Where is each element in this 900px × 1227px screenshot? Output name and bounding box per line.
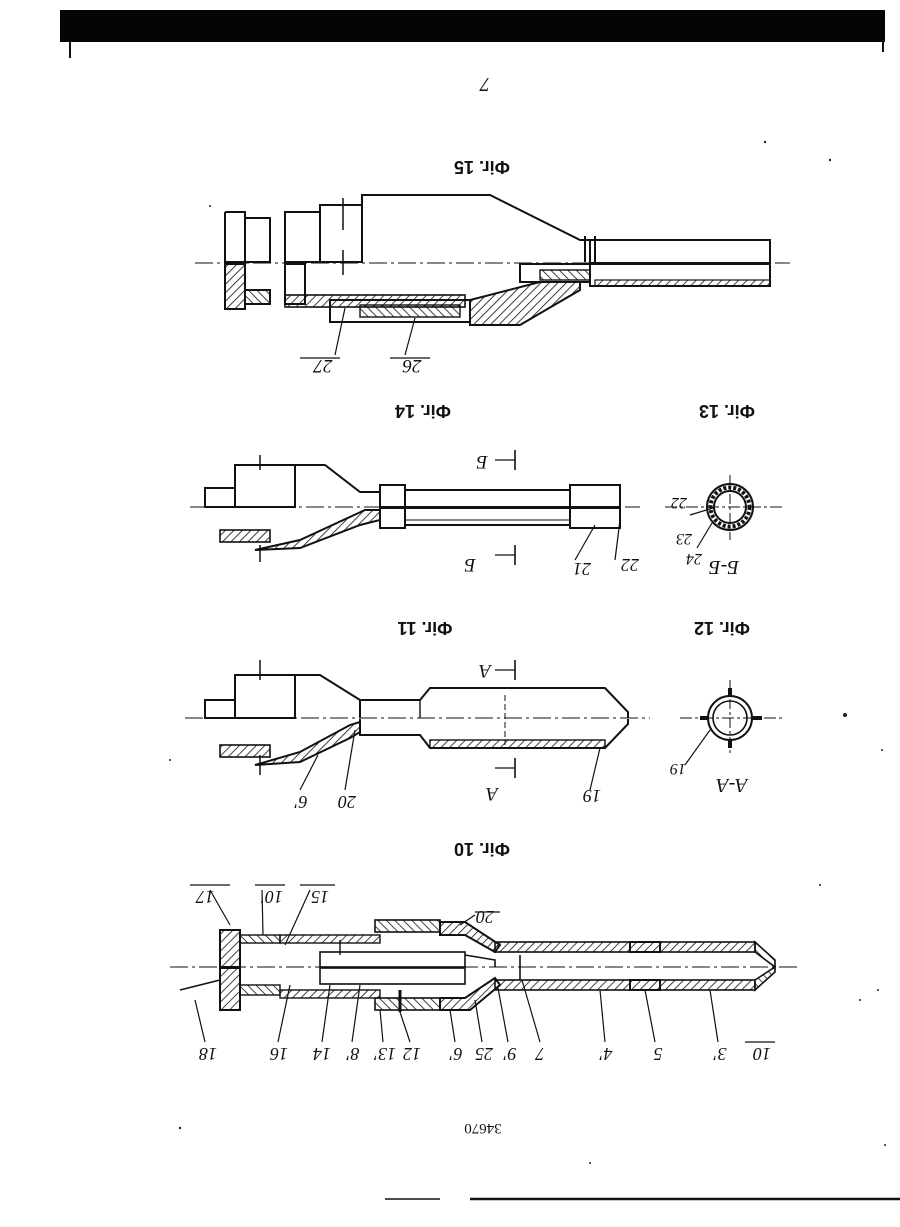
fig13-caption: Фіг. 13 xyxy=(699,401,755,421)
fig15-caption: Фіг. 15 xyxy=(454,157,510,177)
fig10-caption: Фіг. 10 xyxy=(454,839,510,859)
label-20b: 20 xyxy=(476,907,494,927)
label-14: 14 xyxy=(313,1044,331,1064)
figure-12: 19 А-А Фіг. 12 xyxy=(670,618,785,796)
label-26: 26 xyxy=(402,355,422,376)
label-18: 18 xyxy=(199,1044,217,1064)
label-a-top: A xyxy=(479,660,493,681)
figure-15: 27 26 Фіг. 15 xyxy=(195,157,790,376)
label-a-bottom: A xyxy=(486,783,500,804)
label-12: 12 xyxy=(403,1044,421,1064)
label-3prime: 3' xyxy=(712,1044,727,1064)
label-5: 5 xyxy=(654,1044,663,1064)
label-20: 20 xyxy=(338,792,356,812)
label-10prime: 10' xyxy=(260,887,283,907)
figure-14: Б Б 21 22 Фіг. 14 xyxy=(190,401,640,579)
label-6prime-b: 6' xyxy=(448,1044,462,1064)
label-10: 10 xyxy=(753,1044,771,1064)
figure-11: A A 6' 20 19 Фіг. 11 xyxy=(185,618,650,812)
label-15: 15 xyxy=(311,887,329,907)
fig14-caption: Фіг. 14 xyxy=(395,401,451,421)
label-8prime: 8' xyxy=(345,1044,359,1064)
label-27: 27 xyxy=(312,355,333,376)
page-number: 7 xyxy=(479,73,490,95)
label-16: 16 xyxy=(270,1044,288,1064)
label-13prime: 13' xyxy=(373,1044,396,1064)
label-23: 23 xyxy=(676,530,692,547)
label-9prime: 9' xyxy=(502,1044,516,1064)
label-b-bottom: Б xyxy=(464,554,476,575)
section-a-a: А-А xyxy=(716,774,750,796)
label-19b: 19 xyxy=(670,760,686,777)
label-21: 21 xyxy=(573,559,591,579)
section-b-b: Б-Б xyxy=(709,556,740,578)
fig12-caption: Фіг. 12 xyxy=(694,618,750,638)
label-22b: 22 xyxy=(671,494,687,511)
scan-top-border xyxy=(60,10,885,42)
patent-number: 34670 xyxy=(464,1120,502,1136)
figure-13: Б-Б 24 23 22 Фіг. 13 xyxy=(665,401,785,578)
label-19: 19 xyxy=(583,786,601,806)
label-25: 25 xyxy=(475,1044,493,1064)
label-17: 17 xyxy=(195,887,214,907)
label-22: 22 xyxy=(621,555,639,575)
figure-10: 17 10' 15 20 18 16 14 8' 13' 12 6' 25 9'… xyxy=(170,839,800,1064)
label-24: 24 xyxy=(686,550,702,567)
fig11-caption: Фіг. 11 xyxy=(397,618,452,638)
label-b-top: Б xyxy=(476,451,488,472)
label-6prime: 6' xyxy=(293,792,307,812)
label-7: 7 xyxy=(535,1044,545,1064)
label-4prime: 4' xyxy=(598,1044,612,1064)
